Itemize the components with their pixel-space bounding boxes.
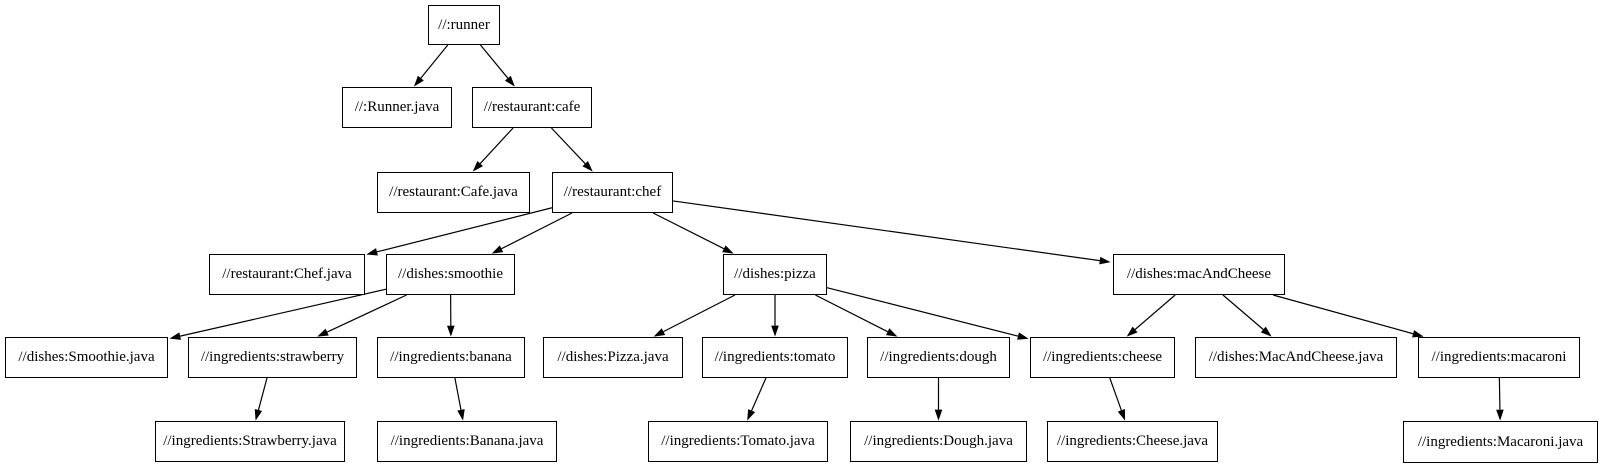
node-banana-java: //ingredients:Banana.java	[377, 421, 557, 462]
node-cheese-java: //ingredients:Cheese.java	[1047, 421, 1218, 462]
node-tomato-java: //ingredients:Tomato.java	[648, 421, 828, 462]
node-pizza: //dishes:pizza	[723, 254, 827, 295]
node-chef: //restaurant:chef	[552, 172, 673, 213]
node-macaroni-java: //ingredients:Macaroni.java	[1403, 421, 1598, 463]
node-smoothie-java: //dishes:Smoothie.java	[5, 337, 168, 378]
node-cafe-java: //restaurant:Cafe.java	[377, 172, 530, 213]
node-runner-java: //:Runner.java	[342, 87, 452, 128]
node-chef-java: //restaurant:Chef.java	[209, 254, 365, 295]
node-runner: //:runner	[428, 5, 500, 45]
node-strawberry-java: //ingredients:Strawberry.java	[155, 421, 345, 462]
node-cheese: //ingredients:cheese	[1030, 337, 1175, 378]
node-strawberry: //ingredients:strawberry	[188, 337, 357, 378]
node-dough-java: //ingredients:Dough.java	[850, 421, 1027, 462]
node-mac-and-cheese-java: //dishes:MacAndCheese.java	[1195, 337, 1397, 378]
node-cafe: //restaurant:cafe	[472, 87, 592, 128]
node-smoothie: //dishes:smoothie	[386, 254, 515, 295]
node-macaroni: //ingredients:macaroni	[1418, 337, 1580, 378]
node-dough: //ingredients:dough	[867, 337, 1010, 378]
node-mac-and-cheese: //dishes:macAndCheese	[1113, 254, 1285, 295]
node-tomato: //ingredients:tomato	[702, 337, 848, 378]
node-banana: //ingredients:banana	[377, 337, 525, 378]
node-pizza-java: //dishes:Pizza.java	[543, 337, 683, 378]
